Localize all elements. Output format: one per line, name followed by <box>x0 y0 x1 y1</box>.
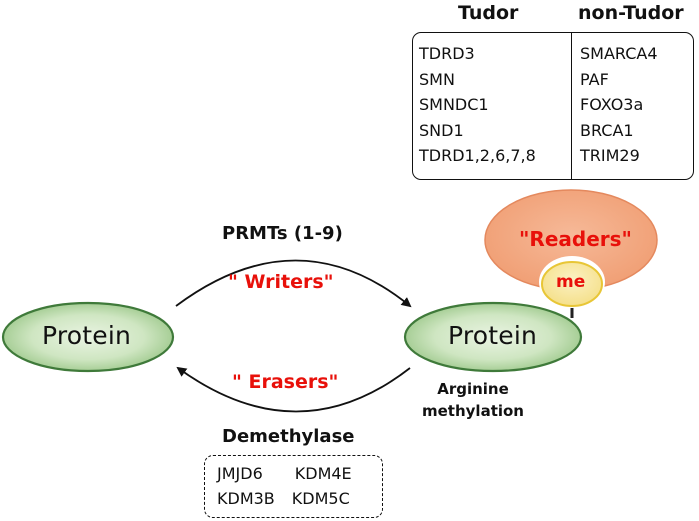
demethylase-item: JMJD6 <box>217 464 263 483</box>
readers-label: "Readers" <box>519 227 632 251</box>
non-tudor-item: TRIM29 <box>580 146 640 165</box>
demethylase-item: KDM4E <box>294 464 352 483</box>
non-tudor-item: PAF <box>580 69 609 89</box>
non-tudor-item: SMARCA4 <box>580 44 658 63</box>
arginine-line: Arginine <box>437 380 509 398</box>
non-tudor-item: FOXO3a <box>580 95 644 114</box>
tudor-list: TDRD3 SMN SMNDC1 SND1 TDRD1,2,6,7,8 <box>419 41 536 169</box>
writers-label: " Writers" <box>228 271 334 293</box>
non-tudor-header: non-Tudor <box>578 2 684 24</box>
writers-arrow <box>175 259 412 308</box>
tudor-item: SND1 <box>419 120 464 140</box>
demethylase-item: KDM5C <box>291 489 350 508</box>
erasers-label: " Erasers" <box>232 371 339 393</box>
non-tudor-item: BRCA1 <box>580 120 634 140</box>
demethylase-title: Demethylase <box>222 426 355 447</box>
left-protein-label: Protein <box>42 321 132 350</box>
tudor-item: SMNDC1 <box>419 95 489 114</box>
non-tudor-list: SMARCA4 PAF FOXO3a BRCA1 TRIM29 <box>580 41 658 169</box>
me-ellipse <box>541 261 603 307</box>
prmts-label: PRMTs (1-9) <box>222 223 343 244</box>
right-protein-label: Protein <box>448 321 538 350</box>
readers-table <box>412 32 694 180</box>
methylation-line: methylation <box>422 402 524 420</box>
erasers-arrow <box>176 366 411 413</box>
tudor-item: SMN <box>419 69 455 89</box>
table-divider <box>571 33 572 179</box>
tudor-item: TDRD3 <box>419 44 475 63</box>
tudor-item: TDRD1,2,6,7,8 <box>419 146 536 165</box>
demethylase-items: JMJD6 KDM4E KDM3B KDM5C <box>217 461 352 511</box>
right-protein-ellipse <box>403 301 583 373</box>
demethylase-box <box>204 455 383 518</box>
demethylase-item: KDM3B <box>217 489 275 508</box>
arginine-methylation-label: Arginine methylation <box>422 378 524 422</box>
tudor-header: Tudor <box>458 2 519 24</box>
left-protein-ellipse <box>1 301 175 373</box>
me-label: me <box>556 272 586 292</box>
